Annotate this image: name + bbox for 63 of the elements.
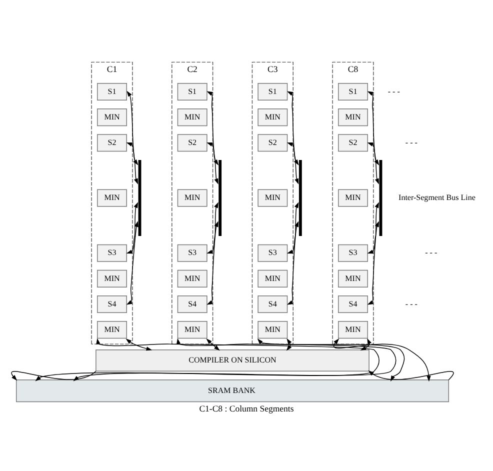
node-box: MIN — [338, 321, 368, 339]
node-box: S2 — [177, 134, 208, 152]
node-box: S4 — [97, 296, 127, 314]
node-box: S3 — [177, 244, 208, 262]
node-bar — [218, 160, 222, 236]
node-box: MIN — [97, 270, 127, 288]
label: - - - — [425, 248, 438, 258]
node-bar — [138, 160, 142, 236]
arrow — [126, 221, 138, 305]
node-box: MIN — [338, 189, 368, 207]
node-box: S1 — [97, 83, 127, 101]
node-box: S4 — [177, 296, 208, 314]
node-box: S3 — [97, 244, 127, 262]
arrow — [367, 221, 379, 305]
node-box: MIN — [97, 108, 127, 126]
node-box: S1 — [338, 83, 368, 101]
node-box: MIN — [258, 270, 288, 288]
node-box: MIN — [177, 189, 208, 207]
node-box: S2 — [97, 134, 127, 152]
node-bar — [379, 160, 382, 236]
arrow — [206, 91, 218, 166]
label: - - - — [388, 86, 400, 96]
node-box: S3 — [338, 244, 368, 262]
arrow — [367, 91, 380, 166]
node-label: Inter-Segment Bus Line — [398, 193, 476, 202]
node-box: SRAM BANK — [16, 379, 450, 402]
arrow — [286, 202, 299, 254]
arrow — [126, 338, 152, 351]
node-box: MIN — [258, 108, 288, 126]
node-box: MIN — [177, 270, 208, 288]
node-box: COMPILER ON SILICON — [96, 350, 370, 372]
node-box: MIN — [177, 321, 208, 339]
arrow — [126, 142, 138, 184]
arrow — [333, 338, 431, 382]
arrow — [126, 90, 138, 166]
node-box: MIN — [338, 108, 368, 126]
arrow — [287, 221, 299, 305]
label: - - - — [405, 299, 418, 308]
node-box: S3 — [258, 244, 288, 262]
node-box: MIN — [97, 189, 127, 207]
node-box: MIN — [177, 108, 208, 126]
arrow — [206, 142, 218, 184]
node-box: S4 — [338, 296, 368, 314]
node-box: S2 — [338, 134, 368, 152]
node-box: MIN — [97, 321, 127, 339]
arrow — [206, 202, 218, 254]
arrow — [206, 338, 220, 351]
caption: C1-C8 : Column Segments — [199, 404, 294, 414]
arrow — [126, 202, 138, 254]
node-box: MIN — [338, 270, 368, 288]
label: - - - — [405, 138, 418, 147]
arrow — [367, 202, 379, 254]
node-box: S1 — [258, 83, 288, 101]
node-box: MIN — [258, 321, 288, 339]
arrow — [368, 370, 454, 380]
arrow — [206, 221, 218, 305]
arrow — [367, 142, 379, 184]
node-box: S1 — [177, 83, 208, 101]
arrow — [257, 338, 405, 382]
node-bar — [298, 160, 302, 236]
node-box: MIN — [258, 189, 288, 207]
node-box: S4 — [258, 296, 288, 314]
node-box: S2 — [258, 134, 288, 152]
